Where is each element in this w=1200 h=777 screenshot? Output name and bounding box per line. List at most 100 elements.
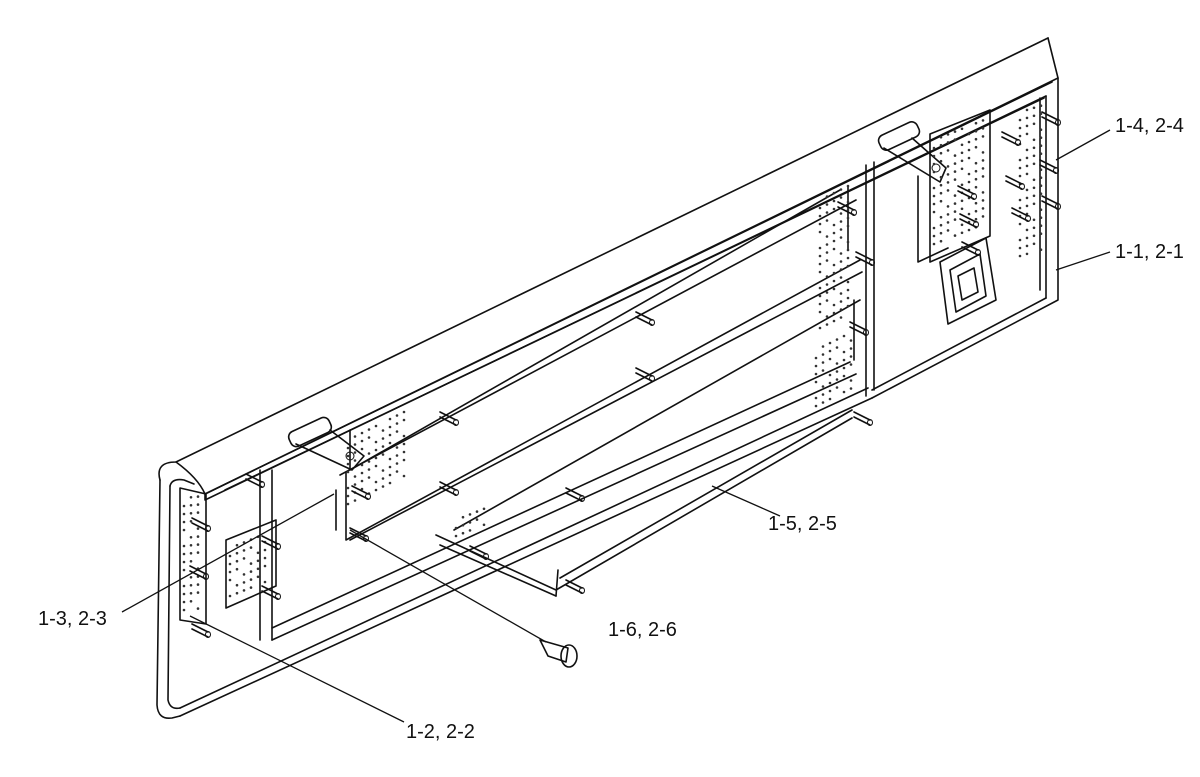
perforation-dot [381, 485, 385, 488]
perforation-dot [249, 546, 253, 549]
perforation-dot [374, 456, 378, 460]
perforation-dot [1018, 254, 1022, 258]
perforation-dot [974, 161, 978, 165]
perforation-dot [981, 151, 985, 154]
perforation-dot [1025, 228, 1029, 232]
perforation-dot [1032, 154, 1036, 158]
perforation-dot [814, 380, 818, 384]
perforation-dot [821, 369, 825, 372]
perforation-dot [839, 268, 843, 271]
perforation-dot [353, 435, 357, 438]
perforation-dot [842, 350, 846, 354]
perforation-dot [1039, 184, 1043, 187]
perforation-dot [196, 503, 200, 506]
perforation-dot [374, 424, 378, 428]
perforation-dot [360, 431, 364, 435]
perforation-dot [939, 159, 943, 163]
stud-pin [261, 535, 281, 550]
perforation-dot [367, 436, 371, 439]
perforation-dot [939, 183, 943, 187]
perforation-dot [461, 531, 465, 535]
perforation-dot [946, 133, 950, 136]
perforation-dot [828, 381, 832, 385]
perforation-dot [482, 523, 486, 527]
perforation-dot [196, 607, 200, 610]
perforation-dot [828, 341, 832, 345]
perforation-dot [402, 418, 406, 422]
perforation-dot [454, 526, 458, 530]
perforation-dot [402, 442, 406, 446]
perforation-dot [1018, 222, 1022, 226]
stud-pin [191, 517, 211, 532]
perforation-dot [932, 226, 936, 230]
stud-pin [635, 367, 655, 382]
perforation-dot [939, 151, 943, 155]
perforation-dot [367, 428, 371, 431]
perforation-dot [939, 215, 943, 219]
perforation-dot [189, 512, 193, 515]
perforation-dot [1032, 122, 1036, 126]
perforation-dot [402, 458, 406, 462]
perforation-dot [832, 231, 836, 235]
perforation-dot [960, 127, 964, 131]
perforation-dot [182, 520, 186, 524]
access-port [939, 237, 997, 325]
perforation-dot [189, 584, 193, 587]
perforation-dot [1025, 148, 1029, 152]
perforation-dot [967, 172, 971, 176]
perforation-dot [839, 260, 843, 263]
perforation-dot [839, 300, 843, 303]
perforation-dot [235, 591, 239, 595]
perforation-dot [832, 319, 836, 323]
perforation-dot [228, 562, 232, 566]
perforation-dot [953, 170, 957, 173]
perforation-dot [249, 578, 253, 581]
perforation-dot [1025, 124, 1029, 128]
perforation-dot [967, 228, 971, 232]
perforation-dot [953, 154, 957, 157]
perforation-dot [402, 474, 406, 478]
perforation-dot [974, 201, 978, 205]
perforation-dot [242, 549, 246, 552]
perforation-dot [981, 159, 985, 162]
perforation-dot [939, 143, 943, 147]
stud-pin [245, 473, 265, 488]
perforation-dot [821, 361, 825, 364]
perforation-dot [960, 167, 964, 171]
perforation-dot [228, 570, 232, 574]
perforation-dot [263, 548, 267, 552]
perforation-dot [839, 236, 843, 239]
perforation-dot [189, 544, 193, 547]
perforation-dot [825, 275, 829, 278]
perforation-dot [242, 557, 246, 560]
perforation-dot [846, 240, 850, 244]
perforation-dot [832, 311, 836, 315]
perforation-dot [939, 231, 943, 235]
perforation-dot [482, 507, 486, 511]
perforation-dot [974, 121, 978, 125]
perforation-dot [402, 434, 406, 438]
perforation-dot [367, 460, 371, 463]
perforation-dot [842, 390, 846, 394]
perforation-dot [939, 135, 943, 139]
perforation-dot [353, 443, 357, 446]
perforation-dot [461, 523, 465, 527]
perforation-dot [828, 357, 832, 361]
perforation-dot [846, 264, 850, 268]
perforation-dot [967, 140, 971, 144]
stud-pin [1039, 159, 1059, 174]
perforation-dot [839, 292, 843, 295]
perforation-dot [360, 487, 364, 491]
perforation-dot [967, 212, 971, 216]
perforation-dot [818, 214, 822, 218]
perforation-dot [825, 283, 829, 286]
perforation-dot [818, 270, 822, 274]
perforation-dot [953, 234, 957, 237]
perforation-dot [825, 203, 829, 206]
perforation-dot [374, 464, 378, 468]
perforation-dot [932, 202, 936, 206]
perforation-dot [835, 370, 839, 373]
perforation-dot [814, 396, 818, 400]
perforation-dot [974, 129, 978, 133]
